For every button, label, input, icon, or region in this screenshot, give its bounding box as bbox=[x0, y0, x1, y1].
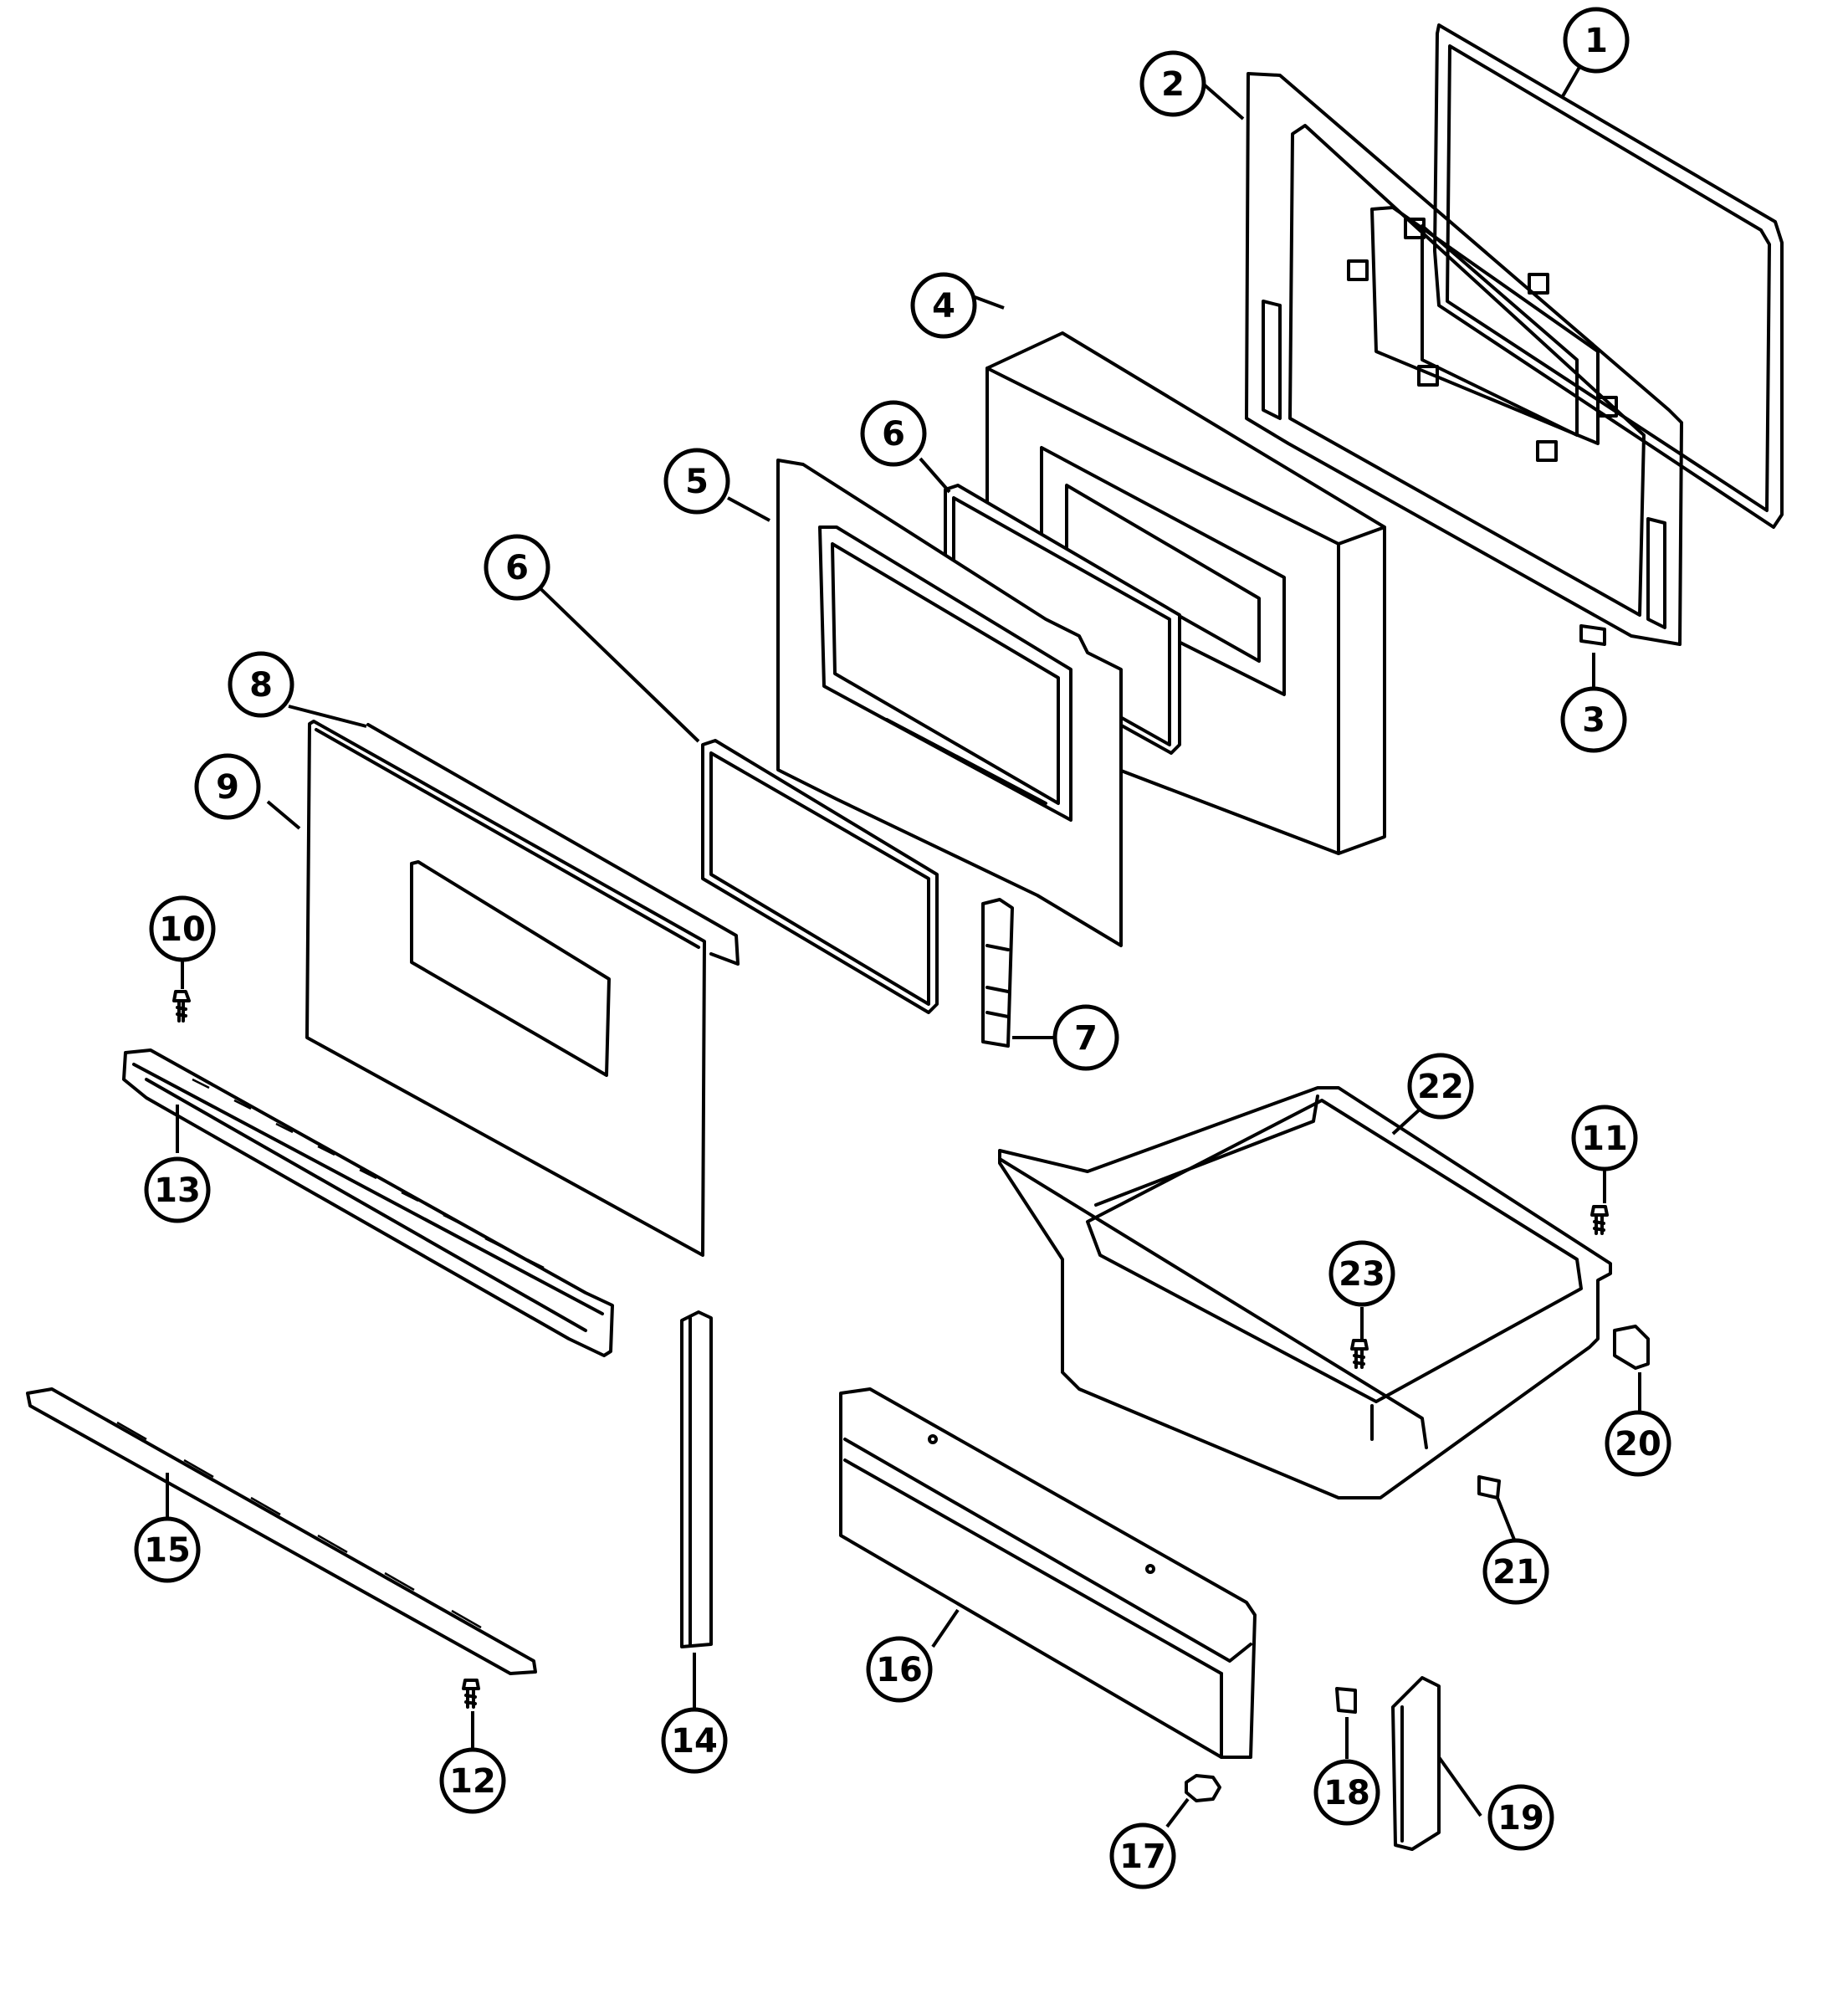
svg-text:13: 13 bbox=[154, 1171, 201, 1210]
svg-text:2: 2 bbox=[1161, 65, 1185, 104]
svg-text:4: 4 bbox=[932, 287, 955, 326]
part-10-screw bbox=[172, 990, 191, 1023]
part-17-nut bbox=[1185, 1774, 1221, 1802]
callout-8: 8 bbox=[228, 651, 294, 718]
part-5-door-liner bbox=[776, 459, 1123, 947]
svg-text:7: 7 bbox=[1074, 1019, 1098, 1058]
callout-10: 10 bbox=[149, 895, 216, 962]
part-20-clip bbox=[1613, 1325, 1650, 1370]
callout-16: 16 bbox=[866, 1636, 933, 1703]
part-2-inner-door bbox=[1245, 72, 1683, 646]
callout-15: 15 bbox=[134, 1516, 201, 1583]
svg-text:16: 16 bbox=[876, 1651, 923, 1689]
part-1-gasket bbox=[1433, 23, 1784, 529]
svg-text:6: 6 bbox=[505, 549, 529, 587]
callout-14: 14 bbox=[661, 1707, 728, 1774]
svg-text:22: 22 bbox=[1417, 1068, 1464, 1106]
svg-text:11: 11 bbox=[1581, 1120, 1628, 1158]
svg-text:8: 8 bbox=[249, 666, 273, 705]
callout-23: 23 bbox=[1328, 1240, 1395, 1307]
svg-text:10: 10 bbox=[159, 910, 206, 949]
svg-text:3: 3 bbox=[1582, 701, 1605, 740]
svg-text:5: 5 bbox=[685, 463, 709, 501]
callout-3: 3 bbox=[1560, 686, 1627, 753]
callout-6-upper: 6 bbox=[860, 400, 927, 467]
callout-5: 5 bbox=[663, 448, 730, 515]
part-9-outer-door bbox=[305, 720, 706, 1257]
svg-text:17: 17 bbox=[1119, 1838, 1166, 1876]
callout-20: 20 bbox=[1605, 1410, 1671, 1477]
part-19-glide bbox=[1391, 1676, 1441, 1851]
callout-9: 9 bbox=[194, 753, 261, 820]
svg-text:6: 6 bbox=[882, 415, 905, 454]
callout-11: 11 bbox=[1571, 1105, 1638, 1171]
part-23-screw bbox=[1350, 1339, 1369, 1369]
part-13-handle bbox=[122, 1048, 614, 1357]
part-21-clip bbox=[1477, 1475, 1501, 1499]
part-7-hinge-bracket bbox=[981, 898, 1014, 1048]
part-6-glass-lower bbox=[701, 739, 939, 1014]
callout-1: 1 bbox=[1563, 7, 1630, 74]
part-12-screw bbox=[462, 1679, 480, 1709]
part-18-clip bbox=[1335, 1687, 1357, 1714]
part-11-screw bbox=[1590, 1205, 1609, 1235]
part-22-drawer bbox=[998, 1086, 1612, 1499]
callout-4: 4 bbox=[910, 272, 977, 339]
svg-text:12: 12 bbox=[449, 1762, 496, 1801]
part-16-drawer-front bbox=[839, 1387, 1257, 1759]
svg-text:1: 1 bbox=[1584, 22, 1608, 60]
callout-22: 22 bbox=[1407, 1053, 1474, 1120]
callout-2: 2 bbox=[1139, 50, 1206, 117]
callout-12: 12 bbox=[439, 1747, 506, 1814]
svg-text:9: 9 bbox=[216, 768, 239, 807]
part-15-lower-trim bbox=[26, 1387, 537, 1675]
callout-13: 13 bbox=[144, 1156, 211, 1223]
part-3-clip bbox=[1579, 624, 1606, 646]
svg-text:20: 20 bbox=[1615, 1425, 1661, 1464]
svg-text:18: 18 bbox=[1323, 1774, 1370, 1812]
svg-text:21: 21 bbox=[1492, 1553, 1539, 1592]
callout-19: 19 bbox=[1487, 1784, 1554, 1851]
svg-text:14: 14 bbox=[671, 1722, 718, 1761]
callout-18: 18 bbox=[1313, 1759, 1380, 1826]
leader-lines bbox=[166, 56, 1641, 1828]
callout-7: 7 bbox=[1052, 1004, 1119, 1071]
part-14-side-trim bbox=[680, 1310, 713, 1648]
callout-17: 17 bbox=[1109, 1822, 1176, 1889]
callout-21: 21 bbox=[1482, 1538, 1549, 1605]
callout-6-lower: 6 bbox=[484, 534, 550, 601]
svg-text:19: 19 bbox=[1497, 1799, 1544, 1838]
svg-text:15: 15 bbox=[144, 1531, 191, 1570]
part-8-strip bbox=[366, 723, 740, 966]
svg-text:23: 23 bbox=[1339, 1255, 1385, 1294]
